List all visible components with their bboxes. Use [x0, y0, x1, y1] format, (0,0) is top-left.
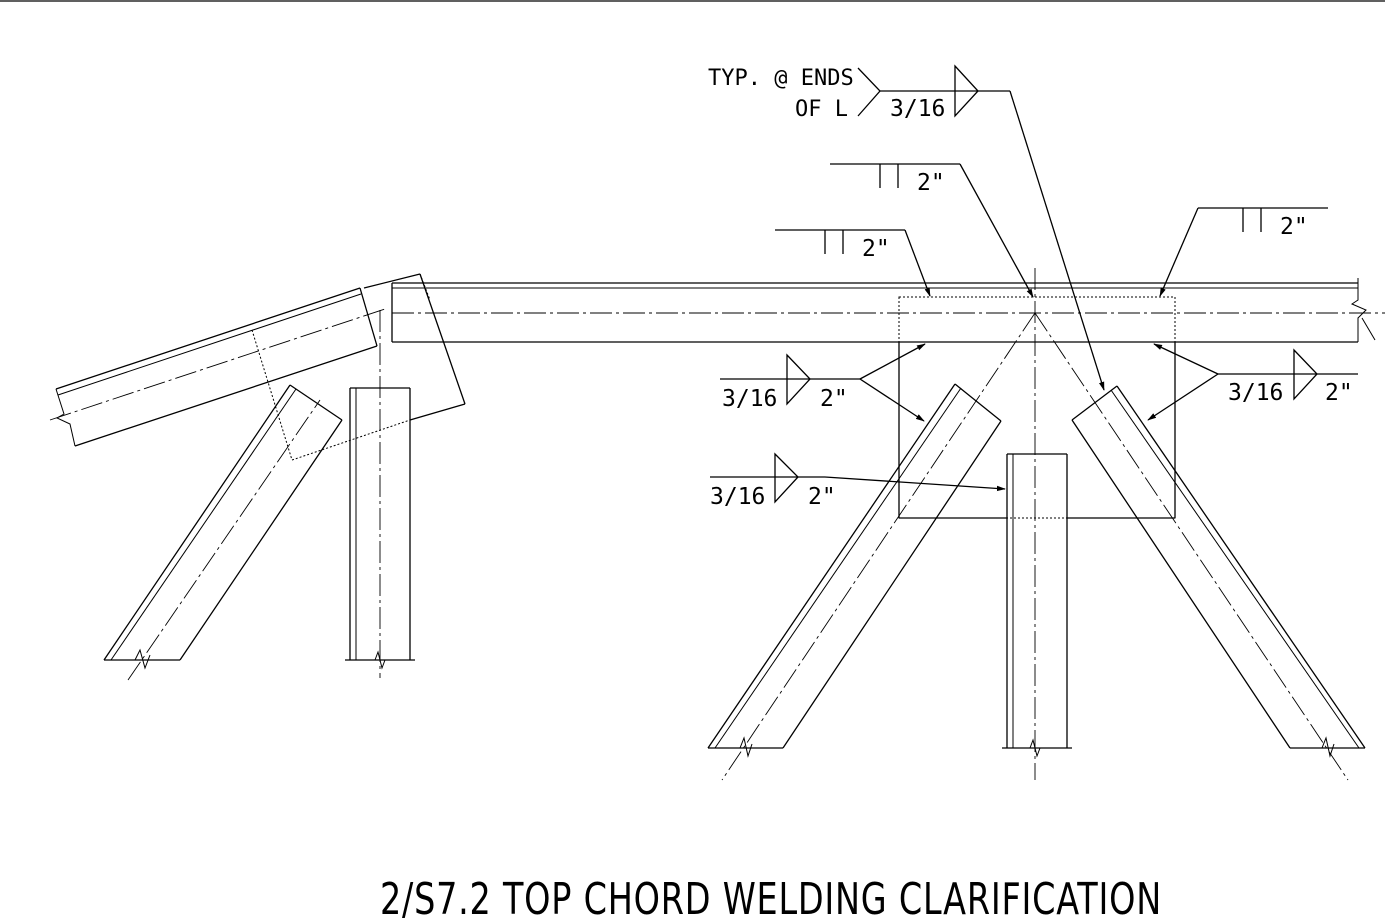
typ-ends-weld-callout: TYP. @ ENDS OF L 3/16 [708, 64, 1105, 391]
typ-note-line1: TYP. @ ENDS [708, 66, 854, 91]
left-detail [49, 273, 466, 681]
upper-right-weld-callout: 2" [1159, 207, 1328, 297]
right-detail-vertical [1002, 453, 1072, 758]
left-diagonal-web [103, 384, 343, 681]
fillet-weld-symbol-icon [774, 452, 799, 504]
fillet-weld-symbol-icon [786, 353, 811, 406]
left-vertical-member [345, 310, 415, 678]
left-web-weld-size: 3/16 [722, 386, 777, 412]
right-web-weld-callout: 3/16 2" [1147, 343, 1358, 421]
left-inclined-chord [49, 287, 386, 447]
upper-left-weld-length: 2" [862, 236, 890, 262]
typ-weld-size: 3/16 [890, 96, 945, 122]
right-gusset-plate [898, 296, 1176, 519]
top-chord [391, 278, 1385, 343]
upper-center-weld-callout: 2" [830, 163, 1034, 298]
left-web-weld-callout: 3/16 2" [720, 343, 926, 422]
fillet-weld-symbol-icon [1293, 348, 1318, 401]
upper-left-weld-callout: 2" [775, 229, 931, 297]
right-detail-right-web [1071, 385, 1366, 758]
left-web-weld-length: 2" [820, 386, 848, 412]
right-web-weld-length: 2" [1325, 380, 1353, 406]
typ-note-line2: OF L [795, 97, 848, 122]
vertical-weld-callout: 3/16 2" [710, 452, 1006, 510]
work-lines [721, 268, 1349, 781]
right-detail [391, 268, 1385, 781]
drawing-title: 2/S7.2 TOP CHORD WELDING CLARIFICATION [380, 874, 1162, 920]
upper-center-weld-length: 2" [917, 170, 945, 196]
fillet-weld-symbol-icon [954, 64, 979, 118]
upper-right-weld-length: 2" [1280, 214, 1308, 240]
right-detail-left-web [707, 383, 1002, 758]
left-gusset-plate [251, 273, 466, 461]
right-web-weld-size: 3/16 [1228, 380, 1283, 406]
vertical-weld-length: 2" [808, 484, 836, 510]
vertical-weld-size: 3/16 [710, 484, 765, 510]
